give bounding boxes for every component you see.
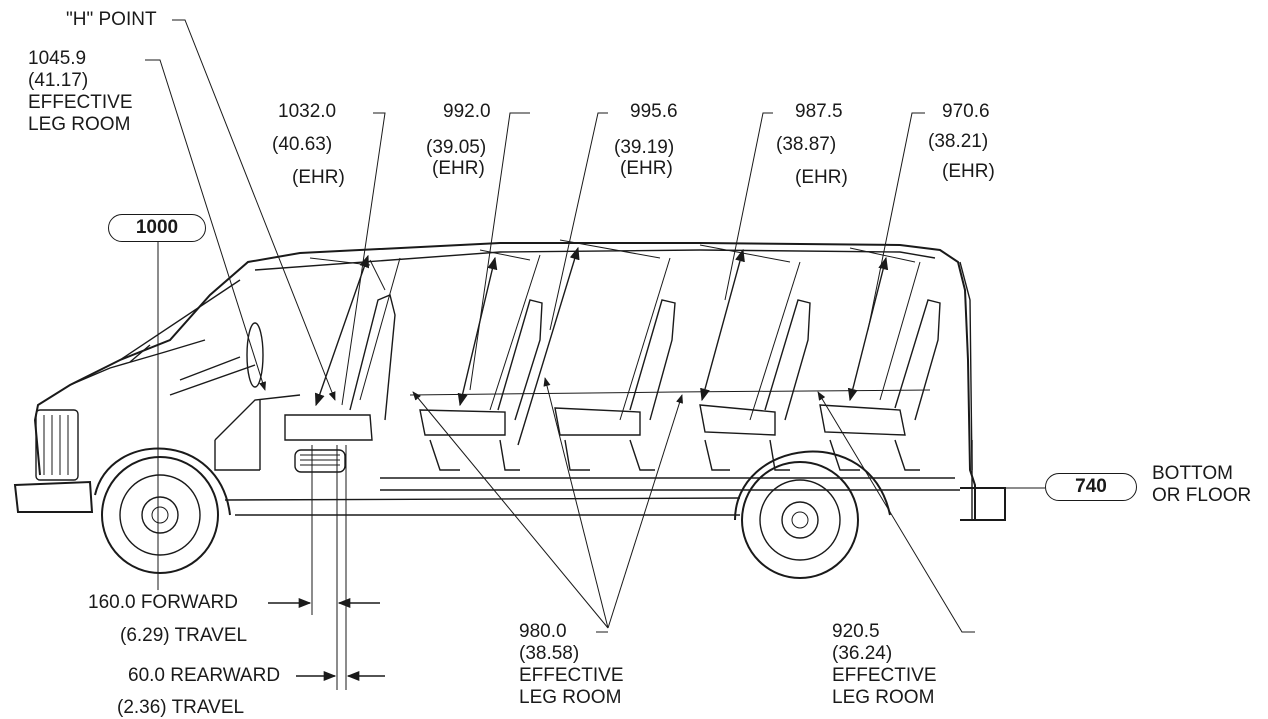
forward-travel-value: 160.0 FORWARD (88, 592, 238, 613)
rear-legroom-inch: (36.24) (832, 643, 893, 664)
rear-legroom-leader (817, 391, 975, 633)
mid-legroom-label: 980.0 (38.58) EFFECTIVE LEG ROOM (519, 621, 624, 709)
headroom-5-tag: (EHR) (942, 161, 995, 182)
mid-legroom-line2: LEG ROOM (519, 687, 622, 708)
headroom-4-tag: (EHR) (795, 167, 848, 188)
front-wheel (101, 456, 219, 574)
ref-1000-tag: 1000 (108, 214, 206, 242)
headroom-1-value: 1032.0 (278, 101, 337, 122)
headroom-5-value: 970.6 (942, 101, 990, 122)
seat-travel-dimensions (268, 445, 385, 690)
interior-lines (309, 239, 931, 421)
front-legroom-line2: LEG ROOM (28, 114, 131, 135)
front-legroom-leader (145, 59, 266, 391)
mid-legroom-value: 980.0 (519, 621, 567, 642)
seat-row-2 (419, 299, 543, 471)
van-body-outline (13, 242, 1006, 521)
headroom-1-tag: (EHR) (292, 167, 345, 188)
headroom-2-value: 992.0 (443, 101, 491, 122)
forward-travel-inch: (6.29) TRAVEL (120, 625, 248, 646)
rearward-travel-value: 60.0 REARWARD (128, 665, 281, 686)
ref-740-tag: 740 (1045, 473, 1137, 501)
headroom-3-value: 995.6 (630, 101, 678, 122)
h-point-leader (172, 19, 336, 401)
headroom-2-tag: (EHR) (432, 158, 485, 179)
headroom-5-inch: (38.21) (928, 131, 989, 152)
front-legroom-inch: (41.17) (28, 70, 89, 91)
floor-line2: OR FLOOR (1152, 485, 1252, 506)
headroom-4-inch: (38.87) (776, 134, 837, 155)
front-legroom-label: 1045.9 (41.17) EFFECTIVE LEG ROOM (28, 48, 133, 136)
rear-wheel (741, 461, 859, 579)
floor-label: BOTTOM OR FLOOR (1152, 463, 1251, 507)
seat-row-3 (554, 299, 676, 471)
headroom-2-inch: (39.05) (426, 137, 487, 158)
rear-legroom-line2: LEG ROOM (832, 687, 935, 708)
headroom-dimensions (314, 112, 925, 446)
rear-legroom-value: 920.5 (832, 621, 880, 642)
headroom-4-value: 987.5 (795, 101, 843, 122)
h-point-label: "H" POINT (66, 9, 157, 30)
mid-legroom-leaders (412, 377, 683, 633)
front-legroom-line1: EFFECTIVE (28, 92, 133, 113)
headroom-3-tag: (EHR) (620, 158, 673, 179)
headroom-3-inch: (39.19) (614, 137, 675, 158)
front-legroom-value: 1045.9 (28, 48, 87, 69)
rear-legroom-line1: EFFECTIVE (832, 665, 937, 686)
mid-legroom-line1: EFFECTIVE (519, 665, 624, 686)
seat-row-4 (699, 299, 811, 471)
rearward-travel-inch: (2.36) TRAVEL (117, 697, 245, 718)
seat-row-5 (819, 299, 941, 471)
driver-seat (284, 294, 396, 473)
headroom-1-inch: (40.63) (272, 134, 333, 155)
rear-legroom-label: 920.5 (36.24) EFFECTIVE LEG ROOM (832, 621, 937, 709)
floor-line1: BOTTOM (1152, 463, 1233, 484)
mid-legroom-inch: (38.58) (519, 643, 580, 664)
